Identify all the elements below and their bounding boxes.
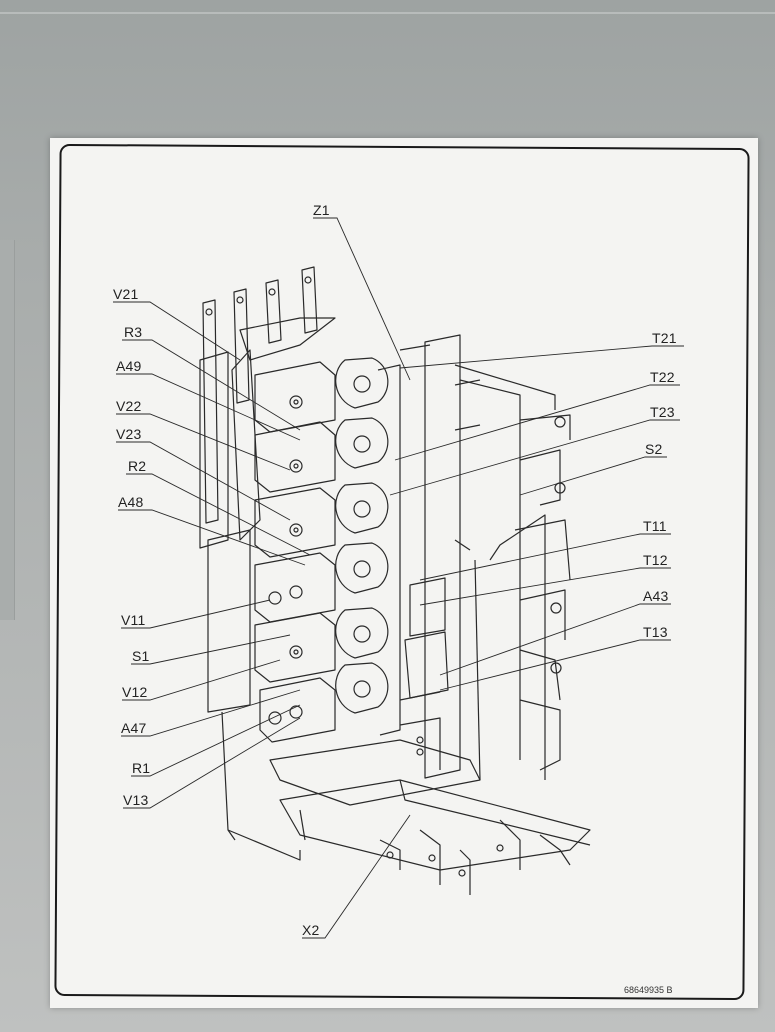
label-v21: V21 (113, 286, 139, 302)
label-t11: T11 (643, 518, 667, 534)
label-x2: X2 (302, 922, 320, 938)
leader-lines (113, 217, 684, 939)
label-v12: V12 (122, 684, 148, 700)
label-t22: T22 (650, 369, 675, 385)
document-number: 68649935 B (624, 985, 673, 995)
label-s1: S1 (132, 648, 150, 664)
clamp-rings (335, 357, 401, 736)
current-transformers (399, 577, 449, 770)
label-s2: S2 (645, 441, 663, 457)
wall-seam (0, 12, 775, 14)
label-r3: R3 (124, 324, 143, 340)
thyristor-modules (254, 361, 336, 743)
label-r2: R2 (128, 458, 147, 474)
label-v22: V22 (116, 398, 142, 414)
label-t13: T13 (643, 624, 668, 640)
label-v11: V11 (121, 612, 146, 628)
busbar-terminals (202, 266, 336, 541)
wall-panel (0, 240, 15, 620)
central-frame (399, 334, 571, 781)
label-t12: T12 (643, 552, 668, 568)
label-v23: V23 (116, 426, 142, 442)
label-a47: A47 (121, 720, 147, 736)
left-side-plate (199, 351, 301, 861)
label-a43: A43 (643, 588, 669, 604)
base-plate (269, 739, 591, 895)
label-v13: V13 (123, 792, 149, 808)
label-z1: Z1 (313, 202, 330, 218)
diagram-sheet (50, 138, 758, 1008)
label-t21: T21 (652, 330, 677, 346)
label-r1: R1 (132, 760, 151, 776)
label-a49: A49 (116, 358, 142, 374)
label-a48: A48 (118, 494, 144, 510)
label-t23: T23 (650, 404, 675, 420)
